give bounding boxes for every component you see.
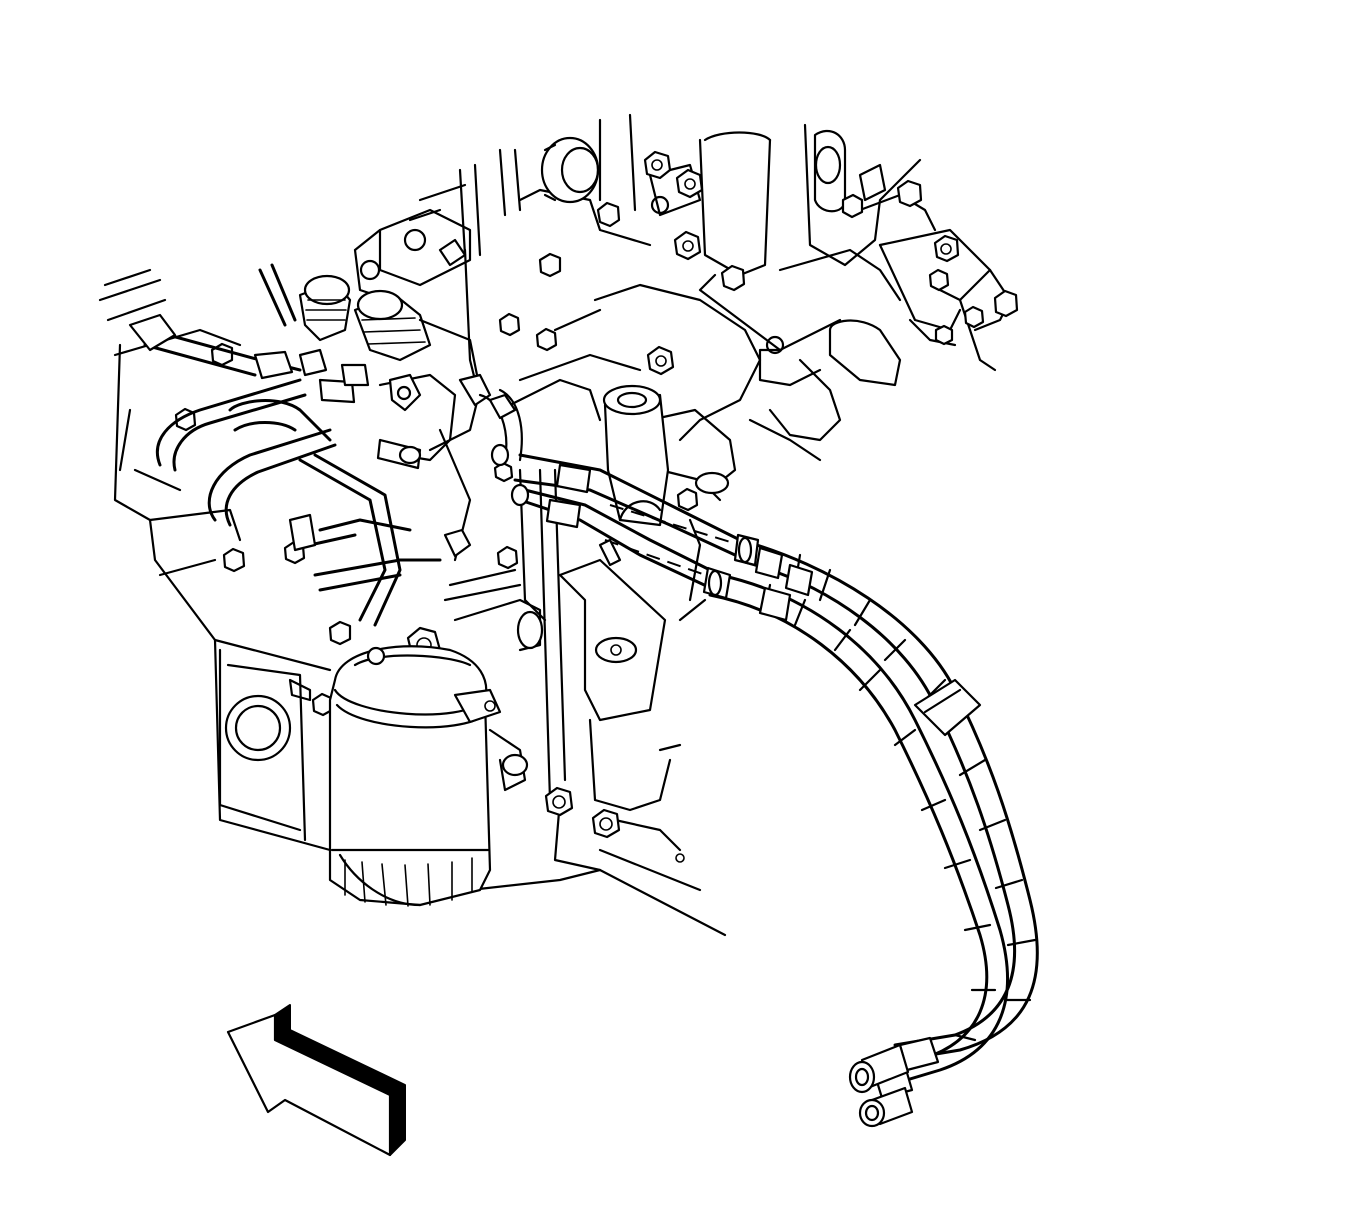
bolt <box>496 545 519 570</box>
bolts <box>174 150 1019 839</box>
bolt <box>934 324 954 346</box>
oil-fill-tube <box>602 384 670 527</box>
bolt <box>538 252 562 278</box>
bolt <box>673 230 702 261</box>
direction-arrow <box>226 1004 406 1157</box>
bolt <box>591 808 621 839</box>
oil-cooler-lines <box>490 443 1039 1128</box>
bolt <box>928 268 950 292</box>
oil-filter <box>328 568 544 907</box>
bolt <box>222 547 246 573</box>
bolt <box>676 487 699 512</box>
bolt <box>535 327 558 352</box>
bolt <box>963 305 985 329</box>
bolt <box>720 264 746 292</box>
fuel-injector-lines <box>128 263 523 627</box>
bolt <box>498 312 521 337</box>
bolt <box>841 193 864 219</box>
bolt <box>896 179 923 208</box>
bolt <box>328 620 352 646</box>
bolt <box>675 168 704 199</box>
bolt <box>596 201 621 228</box>
bolt <box>933 234 960 263</box>
bolt <box>993 289 1019 318</box>
bolt <box>544 786 574 817</box>
bolt <box>643 150 672 180</box>
bolt <box>646 345 675 376</box>
fuel-injection-pump <box>298 248 482 562</box>
